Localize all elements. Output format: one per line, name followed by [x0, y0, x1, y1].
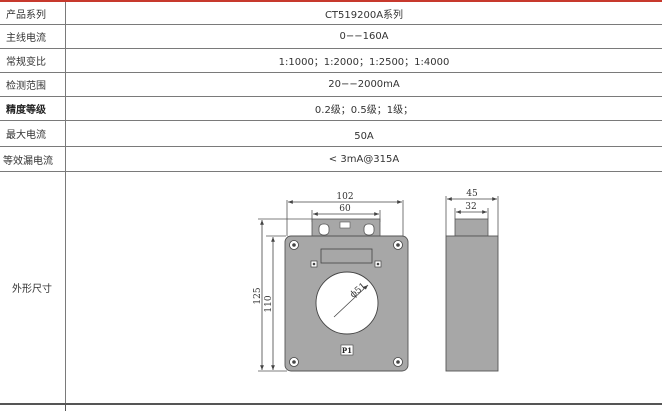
row-label: 外形尺寸	[0, 172, 66, 403]
row-divider	[0, 48, 662, 49]
spec-row-accuracy: 精度等级 0.2级；0.5级；1级；	[0, 97, 662, 120]
mount-hole-center	[292, 360, 296, 364]
spec-row-max-current: 最大电流 50A	[0, 121, 662, 146]
spec-row-series: 产品系列 CT519200A系列	[0, 2, 662, 24]
row-value: 1:1000；1:2000；1:2500；1:4000	[278, 57, 450, 68]
spec-row-detect-range: 检测范围 20−−2000mA	[0, 73, 662, 96]
side-terminal-block	[454, 218, 489, 237]
row-label: 最大电流	[0, 121, 66, 146]
row-value: 0−−160A	[339, 31, 389, 42]
dim-outer-height-label: 125	[253, 287, 263, 304]
row-label: 主线电流	[0, 25, 66, 48]
dim-side-width-label: 45	[466, 189, 478, 199]
p1-mark-box	[340, 344, 354, 356]
spec-row-primary-current: 主线电流 0−−160A	[0, 25, 662, 48]
dim-inner-width-label: 60	[339, 204, 351, 214]
terminal-slot-right	[363, 223, 375, 236]
row-label: 检测范围	[0, 73, 66, 96]
dim-inner-height-label: 110	[264, 295, 274, 312]
row-value: 0.2级；0.5级；1级；	[314, 105, 414, 116]
row-divider	[0, 72, 662, 73]
row-value: 20−−2000mA	[328, 79, 400, 90]
row-label: 产品系列	[0, 2, 66, 24]
center-hole	[315, 271, 379, 335]
mount-hole-center	[292, 243, 296, 247]
label-window	[320, 248, 373, 264]
row-label: 精度等级	[0, 97, 66, 120]
spec-row-dimensions: 外形尺寸	[0, 172, 662, 403]
top-accent-bar	[0, 0, 662, 2]
dim-side-inner-label: 32	[465, 202, 476, 212]
terminal-mark-label: P1	[342, 346, 352, 355]
row-label: 等效漏电流	[0, 147, 66, 171]
transformer-body-side	[445, 235, 499, 372]
terminal-slot-left	[318, 223, 330, 236]
dim-outer-width-label: 102	[336, 192, 353, 202]
screw-center	[376, 262, 380, 266]
table-bottom-tick	[65, 404, 66, 411]
row-divider	[0, 120, 662, 121]
row-divider	[0, 146, 662, 147]
screw-center	[312, 262, 316, 266]
row-value: CT519200A系列	[324, 9, 404, 21]
mount-hole-center	[396, 243, 400, 247]
mount-hole-center	[396, 360, 400, 364]
terminal-notch	[339, 221, 351, 229]
row-divider	[0, 96, 662, 97]
row-divider	[0, 24, 662, 25]
row-value: < 3mA@315A	[328, 153, 400, 165]
row-divider	[0, 171, 662, 172]
spec-row-ratio: 常规变比 1:1000；1:2000；1:2500；1:4000	[0, 49, 662, 72]
row-value: 50A	[354, 131, 374, 142]
table-bottom-border	[0, 403, 662, 405]
row-label: 常规变比	[0, 49, 66, 72]
diameter-leader	[333, 284, 369, 318]
spec-row-leakage: 等效漏电流 < 3mA@315A	[0, 147, 662, 171]
